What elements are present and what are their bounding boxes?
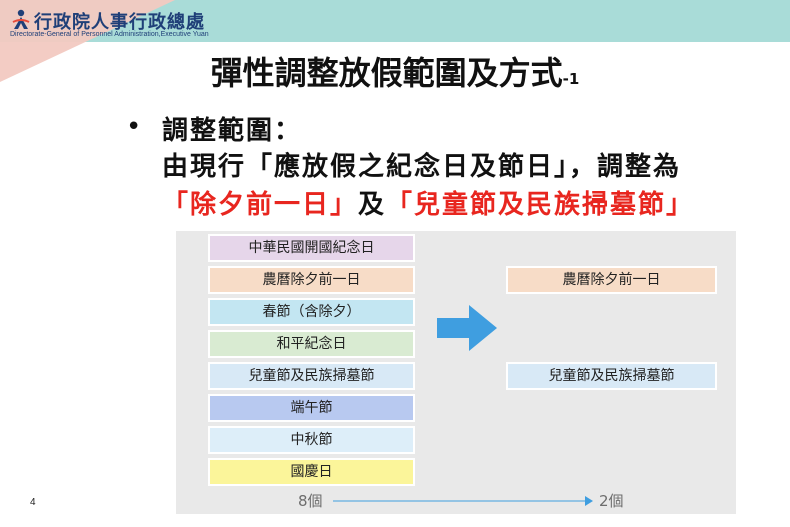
holiday-item: 兒童節及民族掃墓節 (208, 362, 415, 390)
slide-title-text: 彈性調整放假範圍及方式 (210, 54, 563, 92)
bullet-icon: • (126, 112, 142, 142)
holiday-item: 中華民國開國紀念日 (208, 234, 415, 262)
highlight-connector: 及 (358, 190, 387, 220)
count-before: 8個 (298, 492, 323, 510)
slide-title: 彈性調整放假範圍及方式-1 (0, 48, 790, 94)
decorative-corner (0, 0, 175, 82)
org-emblem-icon (12, 9, 30, 29)
arrow-right-icon (437, 305, 497, 351)
count-after: 2個 (599, 492, 624, 510)
arrow-right-shape (437, 305, 497, 351)
holiday-item: 端午節 (208, 394, 415, 422)
slide-title-suffix: -1 (562, 70, 580, 88)
bullet-text: 由現行「應放假之紀念日及節日」，調整為 (162, 152, 682, 182)
long-arrow-head (585, 496, 593, 506)
org-name: 行政院人事行政總處 (34, 12, 205, 33)
adjusted-holiday-item: 兒童節及民族掃墓節 (506, 362, 717, 390)
holiday-item: 國慶日 (208, 458, 415, 486)
holiday-item: 春節（含除夕） (208, 298, 415, 326)
holiday-item: 中秋節 (208, 426, 415, 454)
long-arrow-right-icon (333, 496, 593, 506)
adjusted-holiday-item: 農曆除夕前一日 (506, 266, 717, 294)
holiday-item: 農曆除夕前一日 (208, 266, 415, 294)
highlight-childrens-day: 「兒童節及民族掃墓節」 (386, 190, 695, 220)
page-number: 4 (30, 497, 36, 508)
org-name-english: Directorate-General of Personnel Adminis… (10, 31, 209, 38)
highlight-new-year-eve: 「除夕前一日」 (162, 190, 359, 220)
bullet-heading: 調整範圍： (162, 116, 303, 146)
holiday-item: 和平紀念日 (208, 330, 415, 358)
bullet-highlight: 「除夕前一日」及「兒童節及民族掃墓節」 (162, 184, 694, 221)
